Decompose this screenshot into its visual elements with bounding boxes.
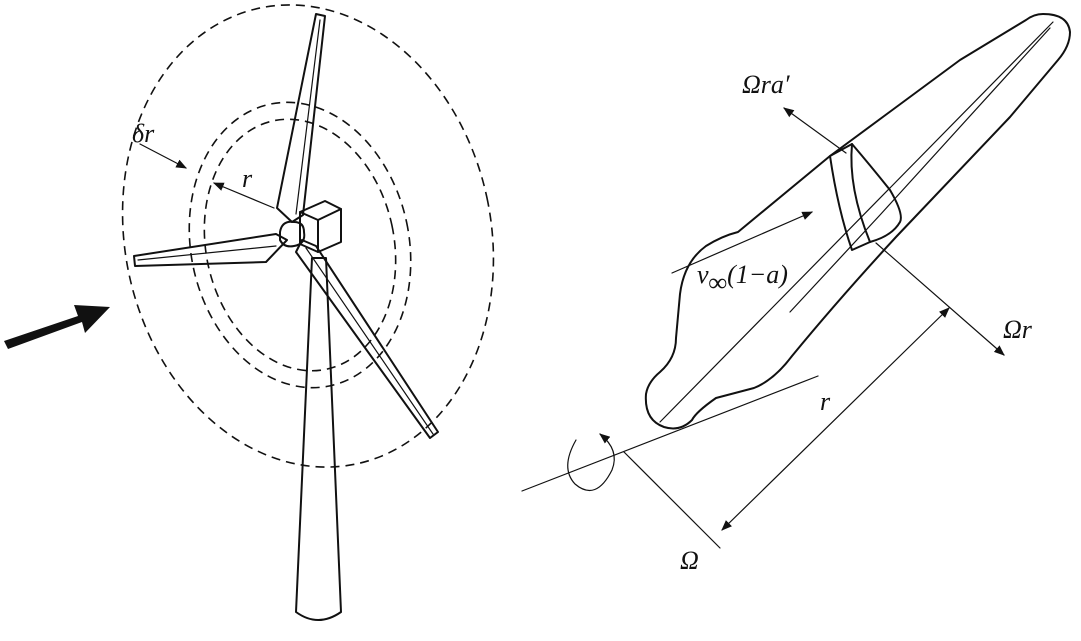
blade-element-edge: [850, 143, 871, 243]
wind-direction-arrow: [4, 305, 110, 349]
radius-r-dimension: [721, 307, 950, 531]
annulus-outer-ellipse: [188, 101, 412, 389]
outer-swept-ellipse: [121, 4, 495, 468]
blade-lower-spine: [305, 247, 434, 435]
omega-r-a-prime-label: Ωra′: [742, 70, 790, 99]
inflow-velocity-arrow: [671, 211, 813, 274]
tower: [295, 257, 342, 621]
blade-pitch-axis: [659, 21, 1054, 423]
nacelle: [299, 200, 342, 253]
nacelle-edges: [299, 208, 342, 253]
blade-element: [829, 143, 902, 251]
radius-r-label-left: r: [242, 164, 253, 193]
omega-r-a-prime-arrow: [783, 107, 847, 154]
rotation-arrow: [567, 433, 615, 492]
delta-r-arrow: [139, 143, 187, 169]
blade-left-spine: [137, 245, 277, 261]
radius-r-label-right: r: [820, 387, 831, 416]
blade-detail-group: Ωra′ v∞(1−a) Ωr r Ω: [521, 13, 1071, 575]
blade-left: [133, 233, 288, 267]
delta-r-label: δr: [132, 119, 155, 148]
rotation-axis: [521, 375, 819, 492]
omega-r-label: Ωr: [1003, 315, 1033, 344]
omega-label: Ω: [680, 546, 699, 575]
blade-lower-right: [295, 239, 439, 439]
omega-extension-line: [623, 451, 721, 549]
omega-r-arrow: [875, 242, 1005, 356]
blade-inner-edge: [789, 27, 1051, 313]
hub: [279, 220, 306, 248]
radius-r-arrow-left: [213, 182, 275, 209]
turbine-group: δr r: [4, 4, 495, 621]
blade-upper: [276, 13, 326, 223]
inflow-velocity-label: v∞(1−a): [697, 260, 788, 297]
blade-upper-spine: [295, 19, 321, 215]
blade-outline: [644, 13, 1071, 430]
